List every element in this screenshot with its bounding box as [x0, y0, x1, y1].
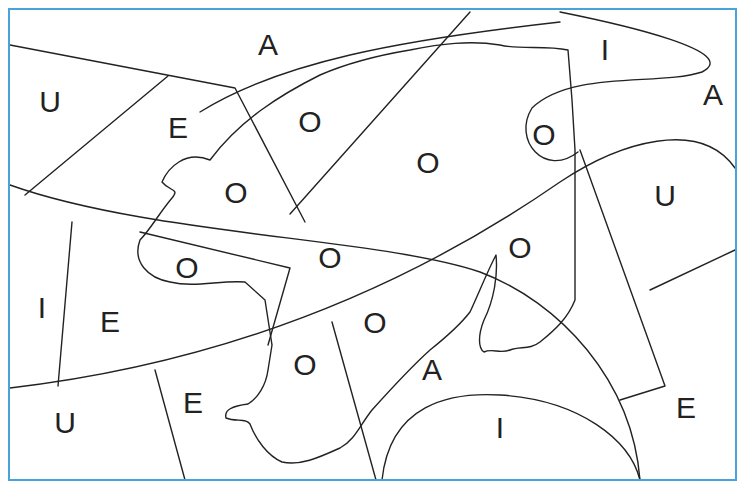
vowel-letter: E	[100, 307, 120, 337]
vowel-letter: E	[676, 393, 696, 423]
vowel-letter: A	[258, 30, 278, 60]
vowel-letter: O	[318, 243, 341, 273]
vowel-letter: O	[416, 148, 439, 178]
vowel-letter: O	[508, 233, 531, 263]
vowel-letter: I	[496, 413, 504, 443]
vowel-letter: O	[298, 107, 321, 137]
vowel-letter: O	[293, 350, 316, 380]
vowel-letter: O	[224, 178, 247, 208]
vowel-letter: I	[601, 35, 609, 65]
vowel-letter: U	[39, 87, 61, 117]
vowel-letter: E	[183, 388, 203, 418]
vowel-letter: U	[654, 181, 676, 211]
vowel-letter: O	[363, 308, 386, 338]
vowel-letter: U	[54, 408, 76, 438]
vowel-letter: O	[532, 120, 555, 150]
vowel-letter: A	[422, 355, 442, 385]
vowel-letter: A	[703, 80, 723, 110]
vowel-letter: I	[38, 293, 46, 323]
vowel-letter: O	[175, 253, 198, 283]
vowel-letter: E	[168, 113, 188, 143]
